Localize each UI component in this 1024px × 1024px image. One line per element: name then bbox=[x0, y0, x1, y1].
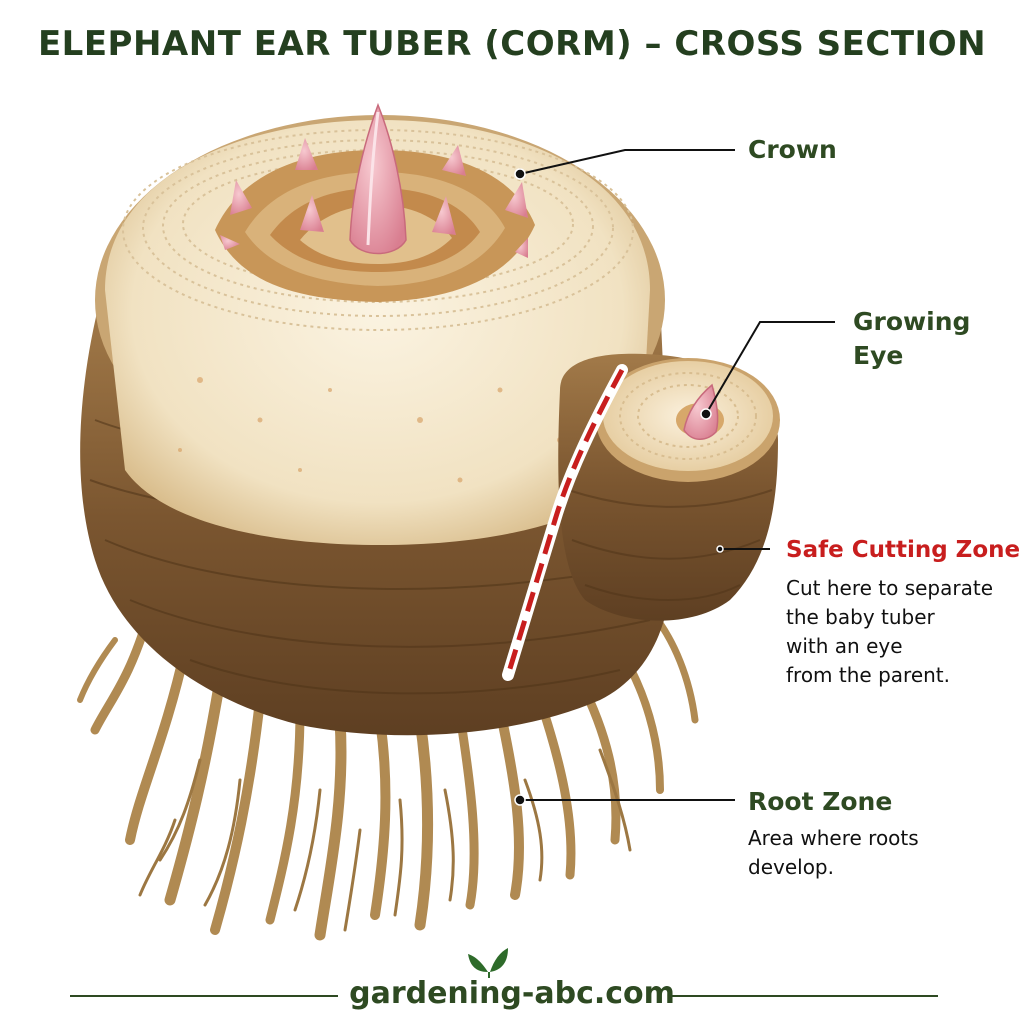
root bbox=[125, 645, 190, 845]
root bbox=[314, 714, 347, 941]
growing-eye-label: Growing Eye bbox=[853, 307, 971, 370]
root-zone-description: Area where roots develop. bbox=[748, 826, 919, 879]
crown-dot bbox=[514, 168, 526, 180]
root bbox=[455, 710, 479, 910]
crown bbox=[215, 102, 535, 302]
leaf-sprout-icon bbox=[468, 948, 508, 978]
crown-leader bbox=[519, 149, 735, 175]
root bbox=[495, 705, 525, 900]
root-zone-label: Root Zone bbox=[748, 787, 893, 816]
baby-tuber bbox=[558, 353, 780, 621]
page-title: ELEPHANT EAR TUBER (CORM) – CROSS SECTIO… bbox=[37, 24, 987, 64]
root-zone-dot bbox=[514, 794, 526, 806]
safe-cutting-dot bbox=[716, 545, 724, 553]
safe-cutting-zone-description: Cut here to separate the baby tuber with… bbox=[786, 576, 994, 687]
cutting-line-dashes bbox=[505, 368, 625, 676]
footer-site-name: gardening-abc.com bbox=[349, 976, 675, 1011]
root bbox=[535, 695, 576, 880]
root bbox=[370, 715, 391, 920]
root bbox=[210, 695, 265, 935]
growing-eye-leader bbox=[705, 321, 835, 415]
root bbox=[265, 705, 305, 925]
safe-cutting-zone-label: Safe Cutting Zone bbox=[786, 537, 1021, 563]
growing-eye-dot bbox=[700, 408, 712, 420]
leader-dots bbox=[514, 168, 724, 806]
crown-label: Crown bbox=[748, 135, 837, 164]
root bbox=[77, 637, 118, 703]
fine-roots-group bbox=[138, 748, 632, 932]
leader-lines bbox=[519, 149, 835, 801]
root bbox=[164, 674, 226, 906]
root bbox=[414, 714, 433, 931]
